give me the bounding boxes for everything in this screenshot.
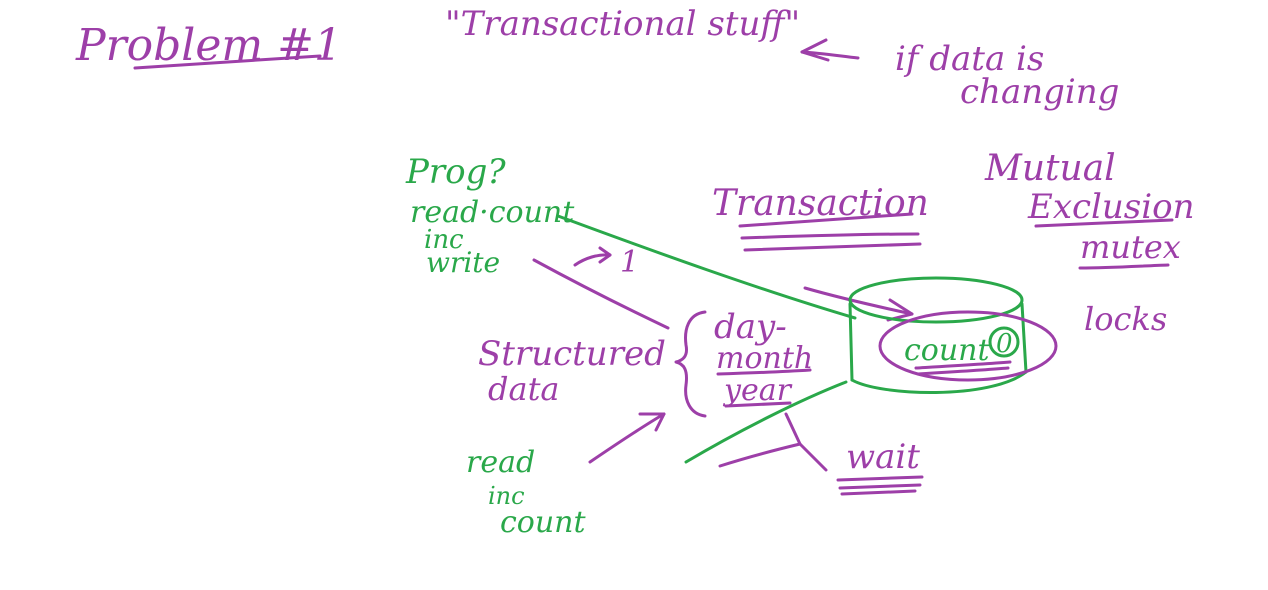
wait-text: wait: [846, 437, 920, 477]
purple-arrow-to-wait: [718, 442, 802, 468]
inc-text: inc: [424, 225, 464, 255]
mutual-text: Mutual: [984, 148, 1116, 189]
green-line-to-cylinder-bottom: [684, 380, 848, 464]
count-highlight-circle: [878, 310, 1058, 382]
count2-text: count: [500, 505, 587, 540]
mutex-underline: [1078, 263, 1170, 270]
wait-underline-3: [840, 489, 917, 496]
left-arrow-head: [800, 38, 830, 62]
cylinder-top: [848, 276, 1024, 324]
structured-text: Structured: [478, 334, 666, 374]
small-arrow-head: [598, 246, 612, 264]
small-arrow-shaft: [573, 253, 612, 267]
read-text: read: [466, 445, 535, 480]
locks-text: locks: [1084, 300, 1167, 338]
count-underline-2: [916, 366, 1010, 376]
year-underline: [724, 401, 792, 408]
count-text: count: [904, 333, 991, 368]
subtitle-text: "Transactional stuff": [445, 4, 800, 44]
prog-text: Prog?: [405, 152, 506, 192]
exclusion-underline: [1034, 218, 1174, 228]
count-value-circle: [988, 326, 1020, 358]
purple-line-from-write: [532, 258, 670, 330]
month-underline: [716, 368, 812, 376]
purple-arrow-up-right: [588, 412, 666, 464]
transaction-underline-2: [740, 232, 920, 240]
cylinder-bottom: [850, 370, 1028, 394]
transaction-underline-1: [738, 212, 914, 228]
green-line-from-prog: [556, 214, 857, 320]
write-text: write: [426, 246, 500, 279]
purple-arrow-to-wait-head: [784, 412, 828, 472]
purple-arrow-up-right-head: [638, 412, 666, 432]
cylinder-left-side: [848, 302, 854, 382]
count-underline-1: [914, 360, 1012, 370]
if-data-line1: if data is: [895, 39, 1044, 79]
arrow-one-text: 1: [620, 245, 639, 280]
read-count-text: read·count: [410, 195, 575, 230]
wait-underline-2: [838, 483, 922, 490]
purple-arrow-to-count-head: [886, 298, 914, 322]
count-value-text: 0: [996, 329, 1013, 359]
title-underline: [133, 54, 322, 70]
if-data-line2: changing: [960, 72, 1119, 112]
curly-brace: [674, 310, 707, 418]
transaction-text: Transaction: [712, 183, 929, 224]
inc2-text: inc: [488, 482, 525, 510]
cylinder-right-side: [1020, 302, 1028, 374]
wait-underline-1: [836, 475, 924, 482]
transaction-underline-3: [743, 242, 922, 252]
day-text: day-: [714, 307, 787, 347]
data-text: data: [488, 370, 560, 408]
purple-arrow-to-count: [803, 286, 914, 316]
mutex-text: mutex: [1080, 228, 1181, 266]
